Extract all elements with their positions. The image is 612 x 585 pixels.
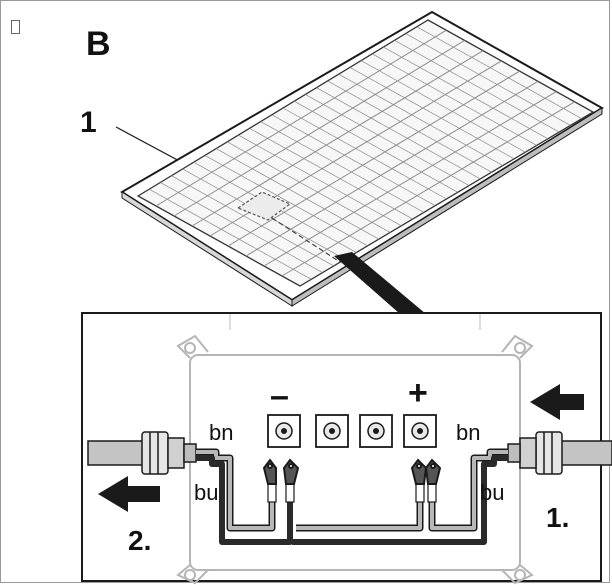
panel-inner-frame (136, 19, 595, 287)
panel-cell-column-line (171, 175, 334, 267)
panel-cell-column-line (405, 33, 571, 126)
terminal-middle-right-block (359, 414, 393, 448)
panel-cell-column-line (338, 73, 504, 166)
step-one-label: 1. (546, 502, 569, 533)
panel-cell-column-line (260, 121, 425, 213)
panel-cell-column-line (238, 134, 402, 227)
right-bu-wire (292, 455, 508, 545)
left-bu-wire (196, 455, 293, 545)
panel-junction-box (236, 191, 292, 221)
left-bn-wire (196, 450, 274, 530)
left-wire-bn-label: bn (209, 420, 233, 445)
panel-cell-column-line (394, 40, 560, 133)
panel-cell-column-line (383, 46, 549, 140)
spade-connectors (262, 458, 442, 485)
zoom-connector (334, 252, 426, 314)
right-cable-gland (507, 431, 563, 475)
terminal-minus-label: – (270, 377, 289, 415)
panel-cell-column-line (305, 94, 470, 186)
terminal-minus-block (267, 414, 301, 448)
solar-panel (120, 10, 604, 307)
terminal-plus-block (403, 414, 437, 448)
panel-cell-column-line (204, 155, 368, 247)
right-wire-bu-label: bu (480, 480, 504, 505)
panel-cell-column-line (215, 148, 380, 240)
panel-cell-column-line (316, 87, 481, 180)
panel-cell-column-line (372, 53, 537, 146)
left-cable-gland (141, 431, 197, 475)
panel-cell-column-line (271, 114, 436, 206)
figure-label: B (86, 25, 111, 63)
right-cable (559, 440, 612, 466)
left-wire-bu-label: bu (194, 480, 218, 505)
terminal-middle-left-block (315, 414, 349, 448)
missing-glyph-icon (11, 20, 20, 34)
panel-cell-column-line (282, 107, 447, 200)
wiring (196, 448, 508, 545)
hidden-cable-path (271, 217, 341, 263)
panel-cell-column-line (227, 141, 391, 233)
panel-cell-column-line (416, 26, 582, 119)
panel-cell-column-line (293, 100, 458, 193)
step-two-label: 2. (128, 525, 151, 556)
panel-cell-column-line (349, 67, 515, 160)
callout-number: 1 (80, 106, 97, 139)
panel-cell-column-line (160, 182, 323, 273)
bridge-wire (296, 490, 422, 530)
right-wire-bn-label: bn (456, 420, 480, 445)
left-cable (87, 440, 149, 466)
terminal-plus-label: + (408, 374, 428, 412)
panel-cell-column-line (249, 128, 413, 220)
panel-cell-column-line (327, 80, 492, 173)
panel-front-edge (291, 107, 603, 307)
remove-arrow-icon (98, 476, 160, 512)
terminal-blocks (267, 414, 437, 448)
insert-arrow-icon (530, 384, 584, 420)
panel-cell-column-line (360, 60, 526, 153)
panel-cell-column-line (148, 188, 312, 280)
right-bn-wire (430, 450, 508, 530)
